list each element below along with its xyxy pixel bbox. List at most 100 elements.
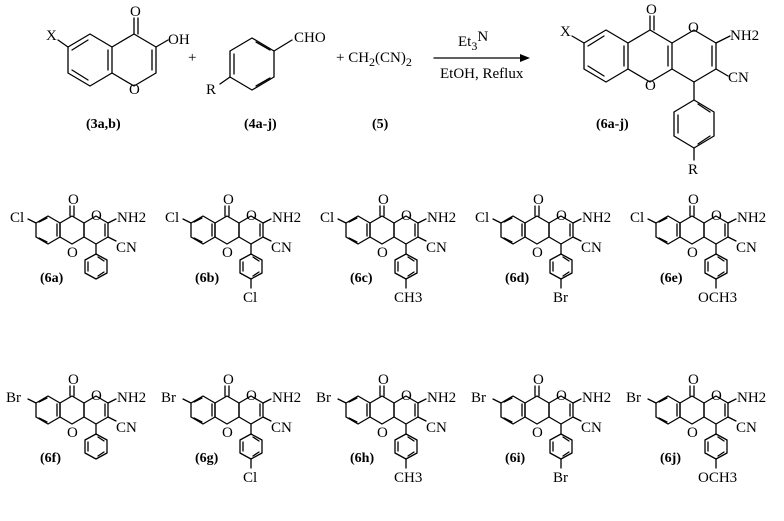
ring-o-label: O <box>377 425 388 441</box>
carbonyl-o-label: O <box>378 192 389 208</box>
carbonyl-o-label: O <box>68 192 79 208</box>
nh2-label: NH2 <box>737 210 766 226</box>
nh2-label: NH2 <box>272 390 301 406</box>
product-code-label: (6a) <box>40 271 64 286</box>
ring-o-label: O <box>687 425 698 441</box>
product-x-label: X <box>560 24 571 40</box>
plus-sign-1: + <box>188 50 196 66</box>
cn-label: CN <box>116 240 137 256</box>
x-label: X <box>46 28 57 44</box>
nh2-label: NH2 <box>117 390 146 406</box>
malononitrile-suffix: (CN) <box>375 50 406 66</box>
nh2-label: NH2 <box>427 210 456 226</box>
product-ring-o-1: O <box>645 78 656 94</box>
ring-o-label: O <box>67 245 78 261</box>
malononitrile-sub: 2 <box>369 55 375 69</box>
oh-label: OH <box>168 32 190 48</box>
substituent-label: OCH3 <box>698 470 737 486</box>
compound-label-6aj: (6a-j) <box>596 117 629 132</box>
substituent-label: Br <box>553 290 568 306</box>
cn-label: CN <box>736 240 757 256</box>
cn-label: CN <box>581 240 602 256</box>
ring-o-label: O <box>532 245 543 261</box>
halogen-label: Cl <box>320 210 334 226</box>
nh2-label: NH2 <box>737 390 766 406</box>
nh2-label: NH2 <box>582 390 611 406</box>
product-ring-o-2: O <box>688 20 699 36</box>
halogen-label: Cl <box>475 210 489 226</box>
halogen-label: Br <box>471 390 486 406</box>
product-code-label: (6e) <box>660 271 683 286</box>
pyran-o-label: O <box>246 388 257 404</box>
carbonyl-o-label: O <box>378 372 389 388</box>
halogen-label: Cl <box>165 210 179 226</box>
catalyst-sub: 3 <box>471 39 477 53</box>
catalyst-label: Et3N <box>458 29 488 53</box>
compound-label-3ab: (3a,b) <box>86 117 121 132</box>
halogen-label: Br <box>626 390 641 406</box>
carbonyl-o-label: O <box>68 372 79 388</box>
carbonyl-o-label: O <box>130 4 141 20</box>
product-code-label: (6f) <box>40 451 61 466</box>
carbonyl-o-label: O <box>223 192 234 208</box>
catalyst-suffix: N <box>477 29 488 45</box>
halogen-label: Br <box>316 390 331 406</box>
product-code-label: (6c) <box>350 271 373 286</box>
compound-label-4aj: (4a-j) <box>244 117 277 132</box>
malononitrile-prefix: + CH <box>336 50 369 66</box>
halogen-label: Br <box>6 390 21 406</box>
cho-label: CHO <box>294 30 326 46</box>
cn-label: CN <box>271 420 292 436</box>
product-code-label: (6h) <box>350 451 374 466</box>
catalyst-prefix: Et <box>458 34 472 50</box>
product-code-label: (6g) <box>195 451 219 466</box>
carbonyl-o-label: O <box>533 192 544 208</box>
pyran-o-label: O <box>556 208 567 224</box>
ring-o-label: O <box>222 425 233 441</box>
product-carbonyl-o: O <box>646 2 657 18</box>
malononitrile-label: + CH2(CN)2 <box>336 50 412 69</box>
substituent-label: OCH3 <box>698 290 737 306</box>
product-code-label: (6i) <box>505 451 526 466</box>
reactant-3-hydroxychromone: O OH O X <box>46 4 190 98</box>
pyran-o-label: O <box>246 208 257 224</box>
pyran-o-label: O <box>556 388 567 404</box>
substituent-label: CH3 <box>394 470 422 486</box>
ring-o-label: O <box>129 82 140 98</box>
halogen-label: Cl <box>630 210 644 226</box>
ring-o-label: O <box>377 245 388 261</box>
carbonyl-o-label: O <box>688 372 699 388</box>
product-code-label: (6d) <box>505 271 529 286</box>
product-general-structure: O O O NH2 CN X R <box>560 2 759 178</box>
ring-o-label: O <box>67 425 78 441</box>
nh2-label: NH2 <box>582 210 611 226</box>
product-r-label: R <box>688 162 698 178</box>
pyran-o-label: O <box>401 388 412 404</box>
cn-label: CN <box>116 420 137 436</box>
compound-label-5: (5) <box>372 117 389 132</box>
ring-o-label: O <box>687 245 698 261</box>
product-cn-label: CN <box>728 70 749 86</box>
product-nh2-label: NH2 <box>730 28 759 44</box>
pyran-o-label: O <box>91 388 102 404</box>
halogen-label: Cl <box>10 210 24 226</box>
product-code-label: (6j) <box>660 451 681 466</box>
conditions-label: EtOH, Reflux <box>440 66 524 82</box>
substituent-label: CH3 <box>394 290 422 306</box>
r-label: R <box>206 82 216 98</box>
cn-label: CN <box>736 420 757 436</box>
nh2-label: NH2 <box>272 210 301 226</box>
carbonyl-o-label: O <box>533 372 544 388</box>
nh2-label: NH2 <box>117 210 146 226</box>
halogen-label: Br <box>161 390 176 406</box>
